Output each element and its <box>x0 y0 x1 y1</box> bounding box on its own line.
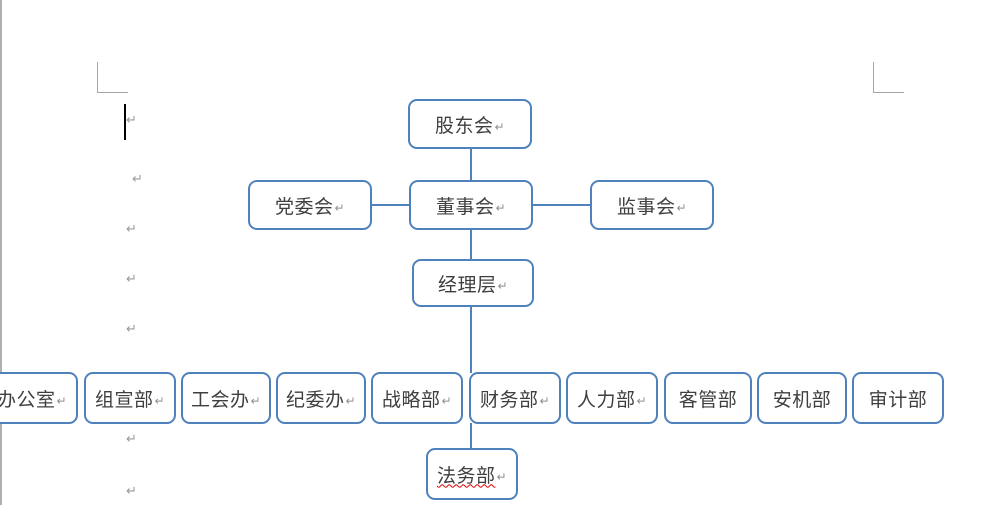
paragraph-mark: ↵ <box>494 120 506 134</box>
org-node-label-wrap: 安机部 <box>773 385 832 412</box>
org-node-label-wrap: 组宣部↵ <box>95 385 165 412</box>
paragraph-mark: ↵ <box>496 470 508 484</box>
connector-board-supervisors <box>532 204 591 206</box>
org-node-label-wrap: 董事会↵ <box>436 192 506 219</box>
paragraph-mark: ↵ <box>154 394 166 408</box>
connector-management-departments <box>470 306 472 373</box>
org-node-union[interactable]: 工会办↵ <box>181 372 271 424</box>
org-node-label: 人力部 <box>576 389 636 411</box>
paragraph-mark: ↵ <box>636 394 648 408</box>
org-node-label-wrap: 办公室↵ <box>0 385 67 412</box>
org-node-label: 审计部 <box>868 389 928 411</box>
org-node-label: 安机部 <box>772 389 832 411</box>
org-node-label-wrap: 股东会↵ <box>435 111 505 138</box>
paragraph-mark: ↵ <box>539 394 551 408</box>
text-caret[interactable] <box>124 104 126 140</box>
paragraph-mark: ↵ <box>132 171 143 186</box>
paragraph-mark: ↵ <box>495 201 507 215</box>
paragraph-mark: ↵ <box>126 221 137 236</box>
org-node-label: 董事会 <box>435 196 495 218</box>
org-node-label-wrap: 人力部↵ <box>577 385 647 412</box>
org-node-label: 组宣部 <box>94 389 154 411</box>
org-node-safety[interactable]: 安机部 <box>757 372 847 424</box>
org-node-audit[interactable]: 审计部 <box>852 372 944 424</box>
paragraph-mark: ↵ <box>56 394 68 408</box>
org-node-shareholders[interactable]: 股东会↵ <box>408 99 532 149</box>
org-node-org-publicity[interactable]: 组宣部↵ <box>84 372 176 424</box>
org-node-office[interactable]: 办公室↵ <box>0 372 78 424</box>
paragraph-mark: ↵ <box>126 112 137 127</box>
org-node-finance[interactable]: 财务部↵ <box>469 372 561 424</box>
paragraph-mark: ↵ <box>441 394 453 408</box>
org-node-label-wrap: 监事会↵ <box>617 192 687 219</box>
org-node-label-wrap: 党委会↵ <box>275 192 345 219</box>
connector-shareholders-board <box>470 148 472 181</box>
connector-board-management <box>470 229 472 260</box>
org-node-label: 战略部 <box>381 389 441 411</box>
paragraph-mark: ↵ <box>126 483 137 498</box>
org-node-discipline[interactable]: 纪委办↵ <box>276 372 366 424</box>
org-node-label: 财务部 <box>479 389 539 411</box>
connector-departments-legal <box>470 423 472 449</box>
connector-board-party <box>371 204 410 206</box>
org-node-management[interactable]: 经理层↵ <box>412 259 534 307</box>
margin-corner-mark-top-right <box>873 62 904 93</box>
paragraph-mark: ↵ <box>126 431 137 446</box>
org-node-customer[interactable]: 客管部 <box>664 372 752 424</box>
org-node-label-wrap: 纪委办↵ <box>286 385 356 412</box>
paragraph-mark: ↵ <box>126 271 137 286</box>
org-node-label: 工会办 <box>190 389 250 411</box>
org-node-supervisors[interactable]: 监事会↵ <box>590 180 714 230</box>
paragraph-mark: ↵ <box>250 394 262 408</box>
org-node-strategy[interactable]: 战略部↵ <box>371 372 463 424</box>
org-node-label: 客管部 <box>678 389 738 411</box>
org-node-label: 经理层 <box>437 274 497 296</box>
org-node-label-wrap: 客管部 <box>679 385 738 412</box>
org-node-label: 办公室 <box>0 389 56 411</box>
org-node-label-wrap: 审计部 <box>869 385 928 412</box>
org-node-label-wrap: 战略部↵ <box>382 385 452 412</box>
paragraph-mark: ↵ <box>676 201 688 215</box>
page-left-edge <box>0 0 2 505</box>
paragraph-mark: ↵ <box>497 279 509 293</box>
org-node-label: 纪委办 <box>285 389 345 411</box>
org-node-label-wrap: 经理层↵ <box>438 270 508 297</box>
org-node-hr[interactable]: 人力部↵ <box>566 372 658 424</box>
org-node-label: 法务部 <box>436 465 496 487</box>
org-node-label-wrap: 财务部↵ <box>480 385 550 412</box>
org-node-label-wrap: 工会办↵ <box>191 385 261 412</box>
org-node-board[interactable]: 董事会↵ <box>409 180 533 230</box>
org-node-party[interactable]: 党委会↵ <box>248 180 372 230</box>
org-node-label: 监事会 <box>616 196 676 218</box>
paragraph-mark: ↵ <box>126 321 137 336</box>
paragraph-mark: ↵ <box>345 394 357 408</box>
org-node-legal[interactable]: 法务部↵ <box>426 448 518 500</box>
org-node-label-wrap: 法务部↵ <box>437 461 507 488</box>
paragraph-mark: ↵ <box>334 201 346 215</box>
org-node-label: 股东会 <box>434 115 494 137</box>
org-node-label: 党委会 <box>274 196 334 218</box>
margin-corner-mark-top-left <box>97 62 128 93</box>
